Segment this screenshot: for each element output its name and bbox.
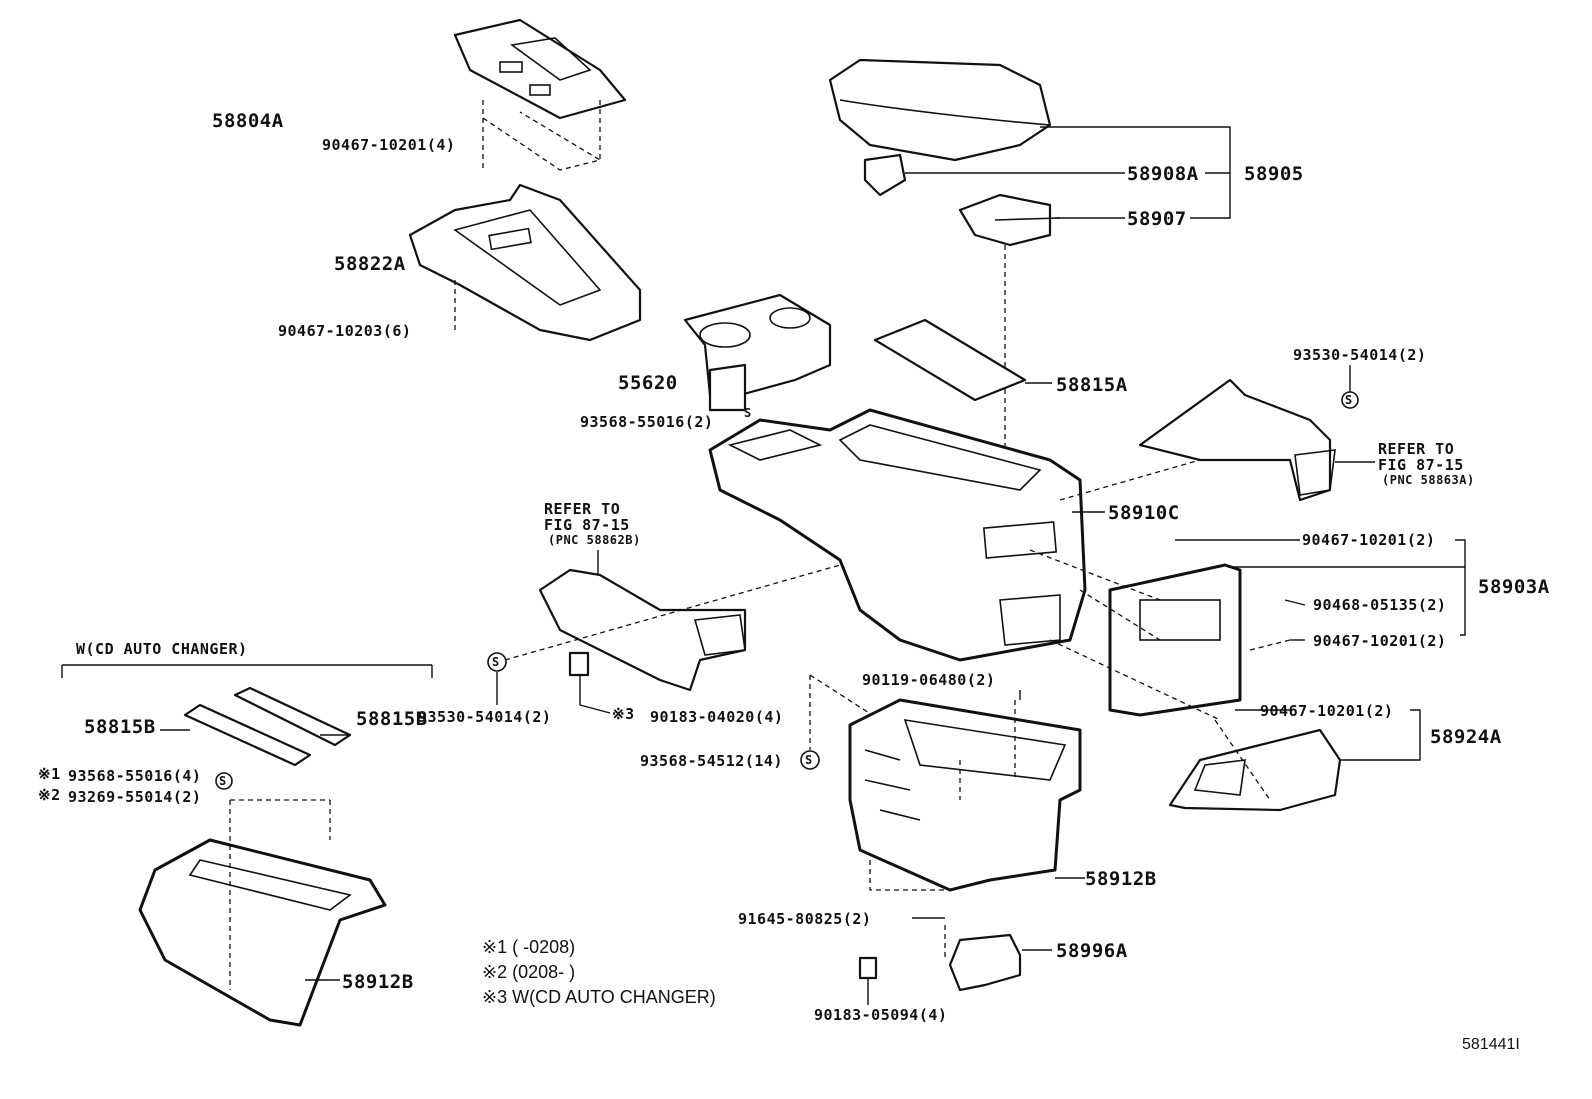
part-91645-80825-2[interactable]: 91645-80825(2) [738,910,872,928]
mark-3-lower: ※3 [612,705,635,723]
part-58912b-main[interactable]: 58912B [1085,868,1157,890]
part-90467-10201-4[interactable]: 90467-10201(4) [322,136,456,154]
part-93568-54512-14[interactable]: 93568-54512(14) [640,752,783,770]
part-58905[interactable]: 58905 [1244,163,1304,185]
s-mark-inset: S [219,774,227,788]
console-trim-58822a[interactable] [408,183,642,342]
rear-panel-58903a[interactable] [1108,563,1242,717]
lock-58907[interactable] [958,193,1125,247]
rear-cover-58924a[interactable] [1168,728,1342,812]
storage-box-58912b-alt[interactable] [138,838,387,1027]
part-58996a[interactable]: 58996A [1056,940,1128,962]
part-90467-10201-2-a[interactable]: 90467-10201(2) [1302,531,1436,549]
part-58907[interactable]: 58907 [1127,208,1187,230]
mark-1: ※1 [38,765,61,783]
bracket-58996a[interactable] [948,933,1022,992]
part-93269-55014-2[interactable]: 93269-55014(2) [68,788,202,806]
part-90468-05135-2[interactable]: 90468-05135(2) [1313,596,1447,614]
part-58815b-no1[interactable]: 58815B [84,716,156,738]
part-58910c[interactable]: 58910C [1108,502,1180,524]
part-90467-10203-6[interactable]: 90467-10203(6) [278,322,412,340]
part-55620[interactable]: 55620 [618,372,678,394]
part-93530-54014-2-low[interactable]: 93530-54014(2) [418,708,552,726]
part-58908a[interactable]: 58908A [1127,163,1199,185]
refer-right-line3: (PNC 58863A) [1382,473,1475,487]
refer-left-line3: (PNC 58862B) [548,533,641,547]
hinge-58908a[interactable] [863,153,1125,197]
part-58815a[interactable]: 58815A [1056,374,1128,396]
cup-holder-55620[interactable] [683,293,832,412]
part-58912b-alt[interactable]: 58912B [342,971,414,993]
inset-title: W(CD AUTO CHANGER) [76,640,248,658]
part-58822a[interactable]: 58822A [334,253,406,275]
shift-bezel-58804a[interactable] [453,18,627,120]
part-90467-10201-2-c[interactable]: 90467-10201(2) [1260,702,1394,720]
part-90467-10201-2-b[interactable]: 90467-10201(2) [1313,632,1447,650]
mat-58815b-no1[interactable] [183,703,312,767]
s-mark-lower: S [805,753,813,767]
refer-left-line1: REFER TO [544,500,621,518]
refer-right-line1: REFER TO [1378,440,1455,458]
part-93568-55016-2[interactable]: 93568-55016(2) [580,413,714,431]
s-mark-right: S [1345,393,1353,407]
note-2: ※2 (0208- ) [482,962,576,982]
mark-2: ※2 [38,786,61,804]
part-90183-05094-4[interactable]: 90183-05094(4) [814,1006,948,1024]
console-box-58910c[interactable] [708,408,1087,662]
note-1: ※1 ( -0208) [482,937,576,957]
part-58815b-no2[interactable]: 58815B [356,708,428,730]
console-lid-58905[interactable] [828,58,1052,162]
storage-box-58912b[interactable] [848,698,1082,892]
side-panel-58862b[interactable] [538,568,747,692]
part-58903a[interactable]: 58903A [1478,576,1550,598]
part-58804a[interactable]: 58804A [212,110,284,132]
part-93568-55016-4[interactable]: 93568-55016(4) [68,767,202,785]
refer-right-line2: FIG 87-15 [1378,456,1464,474]
refer-left-line2: FIG 87-15 [544,516,630,534]
s-mark-left: S [492,655,500,669]
part-93530-54014-2-top[interactable]: 93530-54014(2) [1293,346,1427,364]
side-panel-58863a[interactable] [1138,378,1336,502]
mat-58815a[interactable] [873,318,1052,402]
diagram-id: 581441I [1462,1036,1520,1053]
note-3: ※3 W(CD AUTO CHANGER) [482,987,716,1007]
part-90119-06480-2[interactable]: 90119-06480(2) [862,671,996,689]
s-mark-upper: S [744,406,752,420]
part-58924a[interactable]: 58924A [1430,726,1502,748]
part-90183-04020-4[interactable]: 90183-04020(4) [650,708,784,726]
